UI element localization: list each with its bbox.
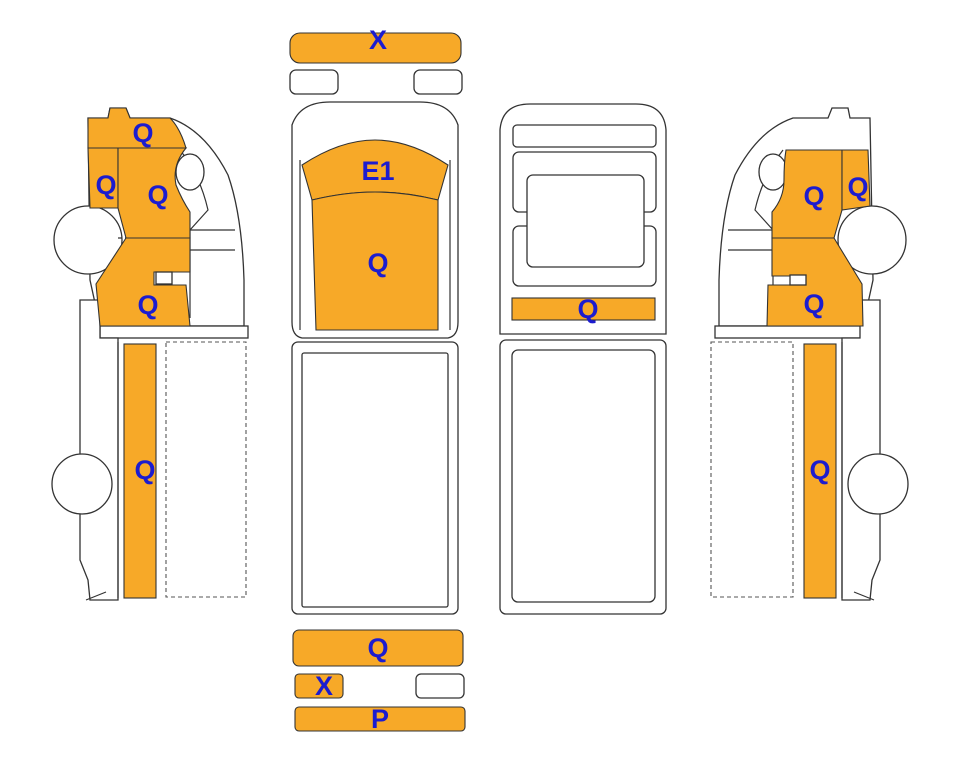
label-front-bumper-strip: X	[369, 25, 387, 55]
label-hood: E1	[361, 156, 394, 186]
rear-bumper-zone	[294, 706, 466, 732]
left-mirror	[53, 205, 123, 275]
left-cab-base	[99, 325, 249, 339]
right-sill-zone	[766, 237, 864, 327]
right-body-outline	[841, 299, 881, 601]
right-mirror	[837, 205, 907, 275]
left-body-zone	[123, 343, 157, 599]
left-side-view: Q Q Q Q Q	[51, 107, 249, 601]
underside-strip-zone	[511, 297, 656, 321]
rear-left-block-zone	[294, 673, 344, 699]
right-fender-zone	[771, 149, 843, 239]
roof-zone	[311, 191, 439, 331]
rear-right-light	[415, 673, 465, 699]
left-sill-zone	[95, 237, 191, 327]
underside-cargo-inner	[511, 349, 656, 603]
label-roof: Q	[367, 248, 388, 278]
top-cargo-inner	[301, 352, 449, 608]
label-left-door-top: Q	[132, 118, 153, 148]
right-side-view: Q Q Q Q	[710, 107, 909, 601]
left-body-outline	[79, 299, 119, 601]
top-view: X E1 Q Q X P	[289, 25, 466, 734]
underside-window	[526, 174, 645, 268]
left-headlight	[289, 69, 339, 95]
label-right-body: Q	[809, 455, 830, 485]
right-body-zone	[803, 343, 837, 599]
front-bumper-strip-zone	[289, 32, 462, 64]
underside-view: Q	[499, 103, 667, 615]
right-front-zone	[841, 149, 871, 211]
label-underside-strip: Q	[577, 294, 598, 324]
rear-panel-zone	[292, 629, 464, 667]
right-cargo-area	[710, 341, 794, 598]
label-left-front: Q	[95, 170, 116, 200]
left-cargo-area	[165, 341, 247, 598]
right-cab-base	[714, 325, 864, 339]
right-headlight	[413, 69, 463, 95]
label-rear-bumper: P	[371, 704, 389, 734]
left-rear-wheel	[51, 453, 113, 515]
label-right-front: Q	[847, 172, 868, 202]
label-left-sill: Q	[137, 290, 158, 320]
label-right-sill: Q	[803, 289, 824, 319]
right-rear-wheel	[847, 453, 909, 515]
label-left-body: Q	[134, 455, 155, 485]
label-rear-left-block: X	[315, 671, 333, 701]
label-left-fender: Q	[147, 180, 168, 210]
label-rear-panel: Q	[367, 633, 388, 663]
label-right-fender: Q	[803, 181, 824, 211]
left-fender-zone	[117, 147, 191, 239]
